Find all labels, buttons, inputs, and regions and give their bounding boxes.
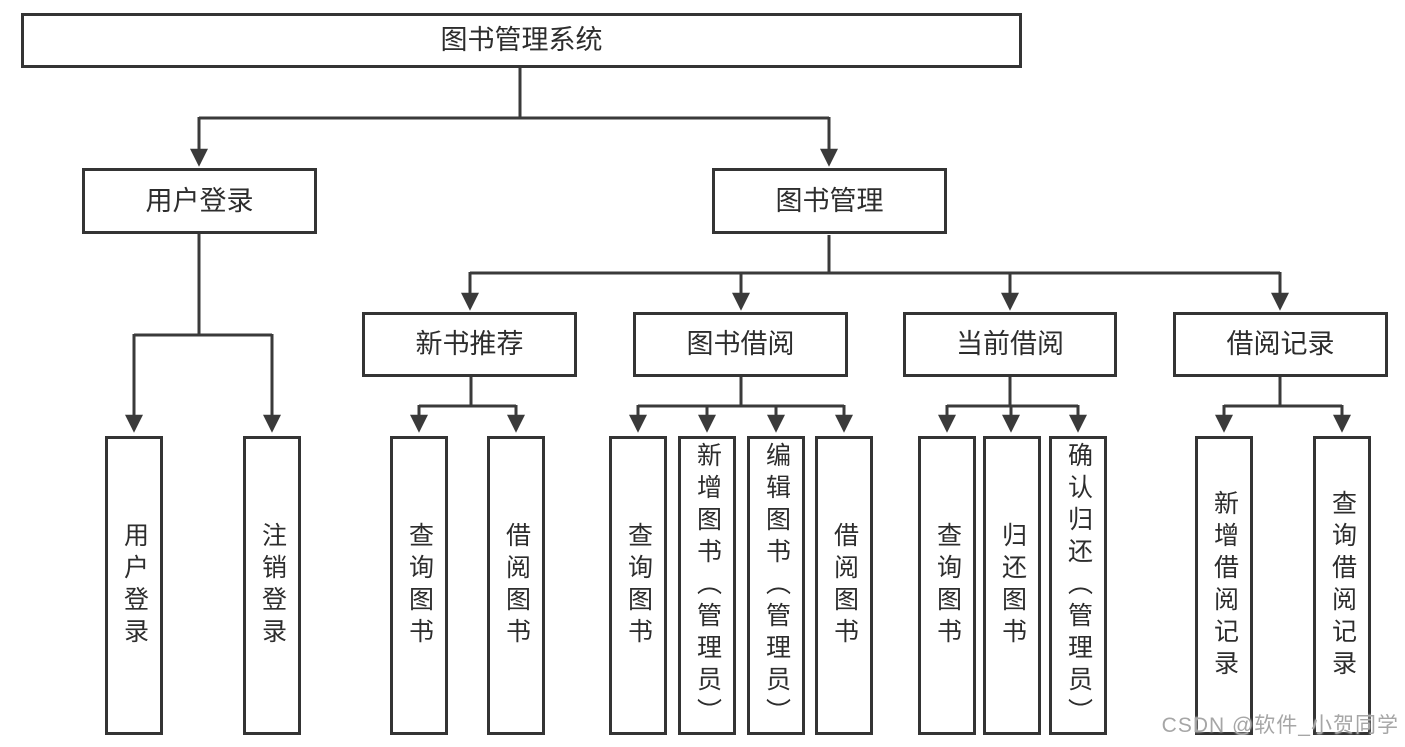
leaf-label: 用户登录 bbox=[120, 521, 149, 650]
node-user-login: 用户登录 bbox=[82, 168, 317, 234]
leaf-label: 确认归还（管理员） bbox=[1064, 441, 1093, 730]
leaf-logout-login: 注销登录 bbox=[243, 436, 301, 735]
node-label: 借阅记录 bbox=[1226, 329, 1335, 359]
leaf-return-books: 归还图书 bbox=[983, 436, 1041, 735]
leaf-edit-books-admin: 编辑图书（管理员） bbox=[747, 436, 805, 735]
node-book-borrowing: 图书借阅 bbox=[633, 312, 848, 377]
node-label: 图书管理 bbox=[775, 185, 884, 216]
leaf-label: 注销登录 bbox=[258, 521, 287, 650]
leaf-label: 查询图书 bbox=[405, 521, 434, 650]
leaf-label: 查询图书 bbox=[933, 521, 962, 650]
leaf-label: 归还图书 bbox=[998, 521, 1027, 650]
node-book-management: 图书管理 bbox=[712, 168, 947, 234]
leaf-user-login: 用户登录 bbox=[105, 436, 163, 735]
watermark: CSDN @软件_小贺同学 bbox=[1161, 714, 1399, 737]
leaf-borrow-books-borrowing: 借阅图书 bbox=[815, 436, 873, 735]
node-borrowing-records: 借阅记录 bbox=[1173, 312, 1388, 377]
leaf-label: 新增借阅记录 bbox=[1210, 489, 1239, 682]
leaf-label: 查询图书 bbox=[624, 521, 653, 650]
leaf-add-books-admin: 新增图书（管理员） bbox=[678, 436, 736, 735]
leaf-label: 查询借阅记录 bbox=[1328, 489, 1357, 682]
leaf-label: 借阅图书 bbox=[502, 521, 531, 650]
node-new-book-recommendation: 新书推荐 bbox=[362, 312, 577, 377]
leaf-borrow-books-recommend: 借阅图书 bbox=[487, 436, 545, 735]
node-current-borrowing: 当前借阅 bbox=[903, 312, 1117, 377]
node-label: 新书推荐 bbox=[415, 329, 524, 359]
node-label: 图书借阅 bbox=[686, 329, 795, 359]
leaf-confirm-return-admin: 确认归还（管理员） bbox=[1049, 436, 1107, 735]
leaf-add-borrow-record: 新增借阅记录 bbox=[1195, 436, 1253, 735]
node-library-management-system: 图书管理系统 bbox=[21, 13, 1022, 68]
node-label: 图书管理系统 bbox=[440, 25, 603, 55]
leaf-query-books-recommend: 查询图书 bbox=[390, 436, 448, 735]
leaf-label: 新增图书（管理员） bbox=[693, 441, 722, 730]
leaf-query-books-borrowing: 查询图书 bbox=[609, 436, 667, 735]
leaf-label: 借阅图书 bbox=[830, 521, 859, 650]
leaf-label: 编辑图书（管理员） bbox=[762, 441, 791, 730]
node-label: 用户登录 bbox=[145, 185, 254, 216]
leaf-query-books-current: 查询图书 bbox=[918, 436, 976, 735]
node-label: 当前借阅 bbox=[956, 329, 1064, 359]
leaf-query-borrow-record: 查询借阅记录 bbox=[1313, 436, 1371, 735]
